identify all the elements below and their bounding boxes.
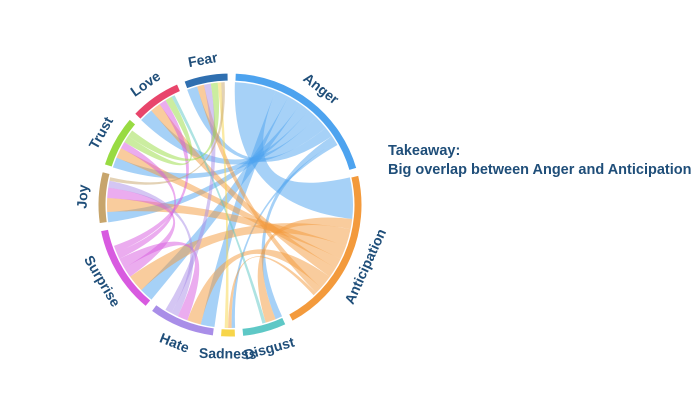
ribbon-anger-trust xyxy=(112,110,317,179)
ribbon-surprise-joy xyxy=(107,187,176,277)
ribbon-anger-surprise xyxy=(141,96,301,300)
ribbon-anticipation-hate xyxy=(187,249,330,325)
ribbon-hate-fear xyxy=(165,83,216,314)
ribbon-anticipation-sadness xyxy=(228,256,317,329)
label-hate: Hate xyxy=(158,330,192,356)
arc-joy xyxy=(97,171,111,225)
ribbon-trust-love xyxy=(124,96,193,166)
arc-layer xyxy=(97,72,363,338)
arc-surprise xyxy=(99,228,152,308)
ribbon-surprise-love xyxy=(113,100,189,253)
ribbon-anticipation-disgust xyxy=(257,217,353,323)
label-sadness: Sadness xyxy=(199,345,257,362)
ribbon-sadness-fear xyxy=(217,82,229,328)
ribbon-anticipation-surprise xyxy=(130,223,351,291)
takeaway-annotation: Takeaway: Big overlap between Anger and … xyxy=(388,142,691,180)
ribbon-disgust-love xyxy=(171,95,266,324)
ribbon-anticipation-love xyxy=(151,104,336,277)
arc-sadness xyxy=(219,328,237,338)
arc-anticipation xyxy=(287,174,363,323)
label-joy: Joy xyxy=(74,184,91,209)
arc-love xyxy=(133,83,182,121)
ribbon-surprise-trust xyxy=(116,142,176,259)
arc-anger xyxy=(234,72,358,172)
takeaway-text: Big overlap between Anger and Anticipati… xyxy=(388,162,692,178)
ribbon-anger-anticipation xyxy=(234,82,354,219)
arc-hate xyxy=(150,303,215,337)
label-fear: Fear xyxy=(187,49,220,70)
arc-trust xyxy=(103,118,137,168)
arc-disgust xyxy=(241,316,287,337)
ribbon-layer xyxy=(107,82,354,329)
ribbon-anticipation-joy xyxy=(107,198,346,259)
arc-fear xyxy=(183,72,229,90)
takeaway-heading: Takeaway: xyxy=(388,143,461,159)
